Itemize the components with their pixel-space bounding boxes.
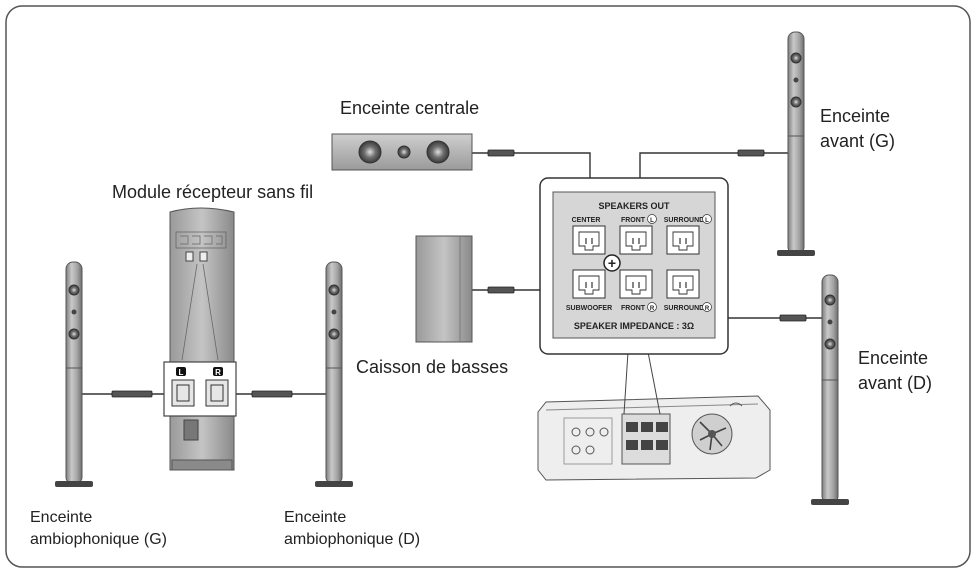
label-surround-left-line2: ambiophonique (G) xyxy=(30,531,167,548)
label-front-left-line2: avant (G) xyxy=(820,131,896,151)
center-speaker xyxy=(331,133,473,171)
wireless-receiver-module: L R xyxy=(163,207,237,471)
label-front-right-line2: avant (D) xyxy=(858,373,933,393)
label-surround-left-line1: Enceinte xyxy=(30,509,93,526)
panel-label-center: CENTER xyxy=(572,217,601,224)
panel-label-surround-l: SURROUND xyxy=(664,217,704,224)
panel-label-subwoofer: SUBWOOFER xyxy=(566,305,612,312)
front-left-speaker xyxy=(777,31,815,256)
label-surround-right-line1: Enceinte xyxy=(284,509,347,526)
main-unit xyxy=(537,395,771,481)
panel-badge-l: L xyxy=(650,218,654,224)
label-subwoofer: Caisson de basses xyxy=(356,357,509,377)
panel-badge-r-2: R xyxy=(705,306,710,312)
panel-callout-lines xyxy=(623,351,661,415)
front-right-speaker xyxy=(811,274,849,505)
panel-badge-r: R xyxy=(650,306,655,312)
surround-left-speaker xyxy=(55,261,93,487)
surround-right-speaker xyxy=(315,261,353,487)
subwoofer-speaker xyxy=(415,235,473,343)
speakers-out-panel: SPEAKERS OUT CENTER FRONT L SURROUND L +… xyxy=(539,177,729,355)
label-front-left-line1: Enceinte xyxy=(820,106,891,126)
panel-impedance: SPEAKER IMPEDANCE : 3Ω xyxy=(574,321,694,331)
label-front-right-line1: Enceinte xyxy=(858,348,929,368)
panel-plus-mark: + xyxy=(608,255,616,271)
panel-title: SPEAKERS OUT xyxy=(598,201,670,211)
panel-label-front-l: FRONT xyxy=(621,217,646,224)
label-wireless-module: Module récepteur sans fil xyxy=(112,182,314,202)
module-badge-r: R xyxy=(215,368,221,377)
label-center-speaker: Enceinte centrale xyxy=(340,98,480,118)
panel-badge-l-2: L xyxy=(705,218,709,224)
cable-plugs xyxy=(111,149,807,398)
panel-label-front-r: FRONT xyxy=(621,305,646,312)
panel-label-surround-r: SURROUND xyxy=(664,305,704,312)
module-badge-l: L xyxy=(179,368,184,377)
label-surround-right-line2: ambiophonique (D) xyxy=(284,531,421,548)
